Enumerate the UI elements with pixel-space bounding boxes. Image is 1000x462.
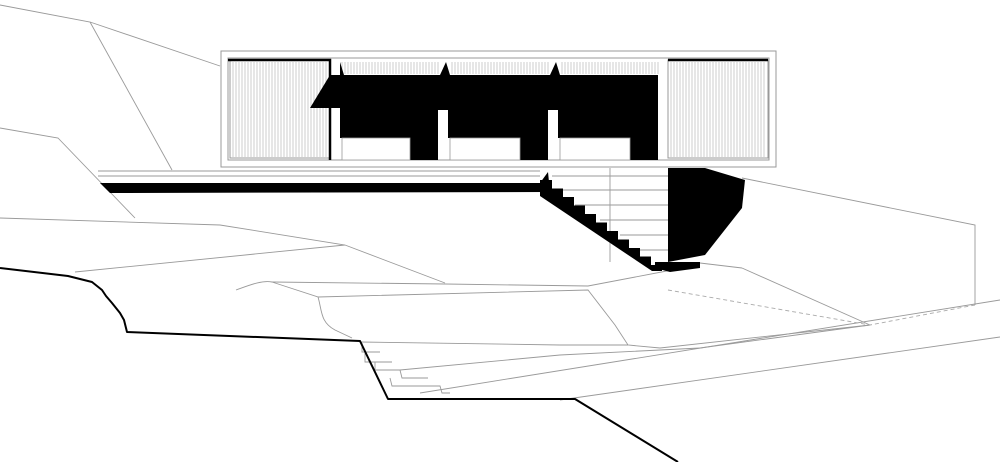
stair-landing (655, 262, 700, 272)
contour-line-hidden (667, 289, 976, 326)
terrain-contours (0, 4, 1000, 401)
louvre-slats-right (670, 62, 765, 157)
contour-line-path (271, 269, 673, 287)
facade-shadow (310, 62, 658, 160)
terrace-slab (98, 172, 550, 193)
building-outline (220, 50, 777, 168)
louvre-strip-1 (341, 62, 439, 74)
contour-line-top (0, 4, 221, 67)
contour-line-slope-a (399, 324, 871, 371)
contour-line-right-diag (741, 267, 871, 326)
louvre-strip-3 (561, 62, 659, 74)
left-louvre-panel (229, 59, 331, 159)
left-panel-edge (228, 58, 332, 160)
louvre-strip-2 (451, 62, 549, 74)
middle-louvre-strips (341, 62, 659, 74)
contour-line-ridge (89, 21, 173, 171)
window-2 (449, 137, 521, 161)
contour-line-right-upper (741, 177, 976, 305)
contour-line-slope-c (559, 336, 1000, 401)
contour-line-terrace (359, 341, 628, 346)
louvre-slats-left (232, 62, 327, 157)
step-lines (361, 343, 450, 394)
contour-line-lower (74, 244, 346, 273)
ground-profile (0, 267, 679, 462)
window-3 (559, 137, 631, 161)
slab-solid (100, 172, 550, 193)
contour-line-valley (317, 289, 871, 349)
contour-line-right-flat (699, 262, 743, 269)
window-1 (341, 137, 411, 161)
right-louvre-panel (667, 59, 769, 159)
staircase (540, 180, 662, 271)
contour-line-upper (0, 127, 136, 219)
contour-line-curve (235, 281, 353, 339)
support-wedge (668, 168, 745, 262)
contour-line-mid (0, 217, 446, 284)
wall-guides (552, 168, 668, 262)
lower-steps (361, 343, 450, 394)
building-volume (220, 50, 777, 168)
contour-line-slope-b (419, 299, 1000, 394)
